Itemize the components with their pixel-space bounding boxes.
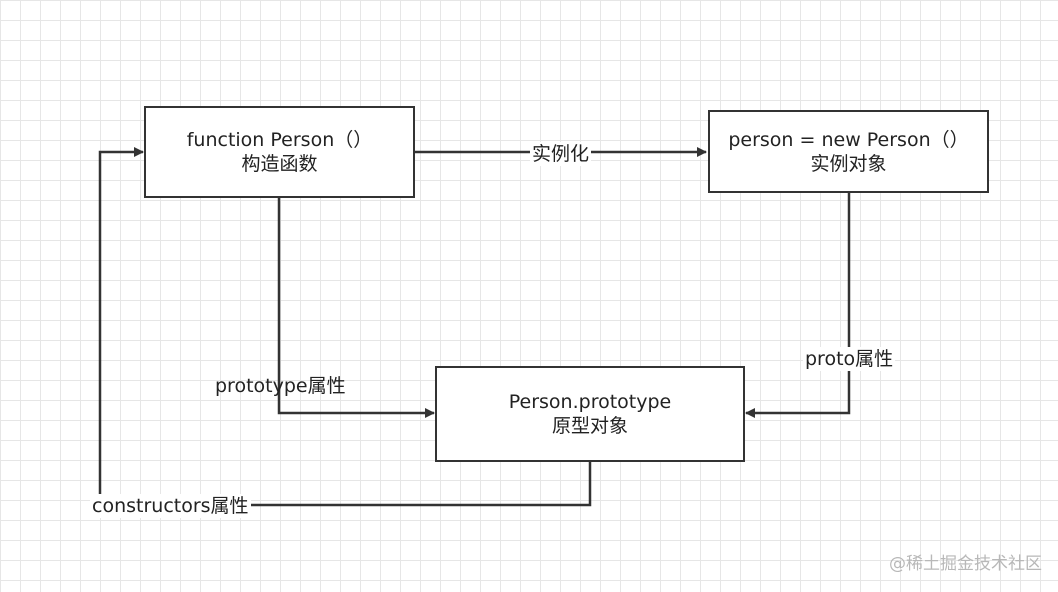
watermark-text: @稀土掘金技术社区 [889, 554, 1042, 574]
prototype-node-code: Person.prototype [508, 391, 672, 413]
instance-object-node: person = new Person（） 实例对象 [708, 110, 989, 193]
constructor-node-code: function Person（） [186, 129, 373, 151]
instantiate-label: 实例化 [530, 142, 592, 166]
proto-property-label: proto属性 [803, 347, 896, 371]
prototype-property-label: prototype属性 [215, 375, 346, 397]
prototype-node-caption: 原型对象 [551, 415, 628, 437]
proto-property-arrow [745, 193, 851, 418]
instance-node-code: person = new Person（） [728, 128, 969, 151]
constructor-property-label: constructors属性 [90, 494, 251, 518]
instance-node-caption: 实例对象 [810, 152, 887, 175]
prototype-property-arrow [277, 198, 435, 418]
constructor-node-caption: 构造函数 [241, 153, 318, 175]
constructor-function-node: function Person（） 构造函数 [144, 106, 415, 198]
prototype-object-node: Person.prototype 原型对象 [435, 366, 745, 462]
